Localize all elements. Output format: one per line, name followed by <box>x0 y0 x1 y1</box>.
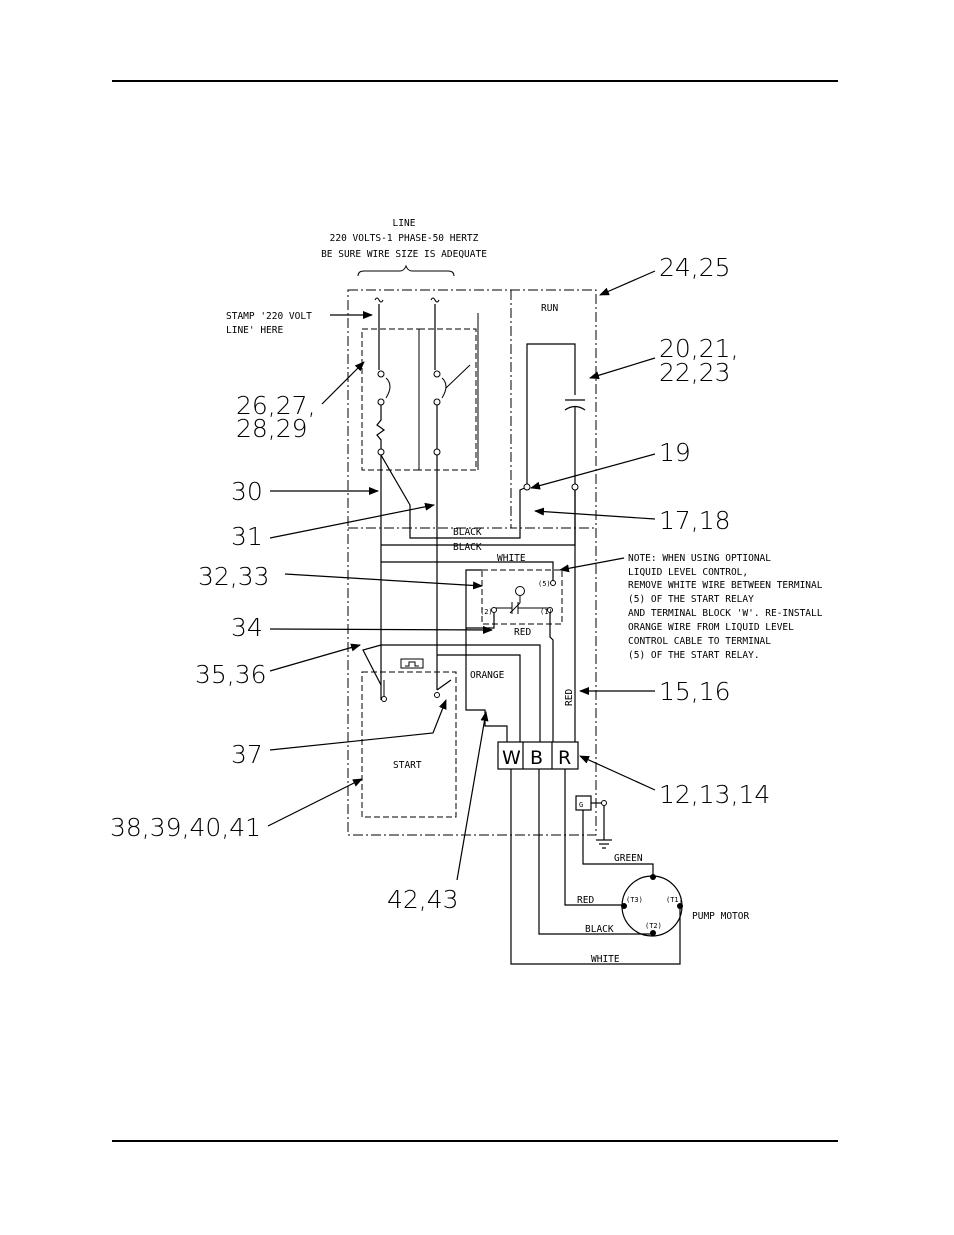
callout-26-29b: 28,29 <box>236 414 308 443</box>
callout-32-33: 32,33 <box>198 562 270 591</box>
start-capacitor-box <box>361 671 457 818</box>
relay-terminal-5: (5) <box>538 580 551 588</box>
terminal-block <box>497 741 579 770</box>
note-line-3: REMOVE WHITE WIRE BETWEEN TERMINAL <box>628 580 823 591</box>
callout-19: 19 <box>659 438 691 467</box>
note-line-8: (5) OF THE START RELAY. <box>628 650 760 661</box>
note-arrow <box>559 557 625 573</box>
wire-label-black-motor: BLACK <box>585 924 614 935</box>
wire-label-green: GREEN <box>614 853 643 864</box>
callout-17-18: 17,18 <box>659 506 731 535</box>
run-label: RUN <box>541 303 558 314</box>
motor-terminal-t2: (T2) <box>645 922 662 930</box>
callout-31: 31 <box>231 522 263 551</box>
motor-terminal-t3: (T3) <box>626 896 643 904</box>
wire-label-white-top: WHITE <box>497 553 526 564</box>
wire-label-black2: BLACK <box>453 542 482 553</box>
callout-35-36: 35,36 <box>195 660 267 689</box>
pump-motor-label: PUMP MOTOR <box>692 911 749 922</box>
line-terminal-1 <box>374 297 384 303</box>
callout-26-29a: 26,27, <box>236 391 316 420</box>
wire-label-white-motor: WHITE <box>591 954 620 965</box>
line-terminal-2 <box>430 297 440 303</box>
note-line-1: NOTE: WHEN USING OPTIONAL <box>628 553 771 564</box>
callout-24-25: 24,25 <box>659 253 731 282</box>
line-label-1: LINE <box>393 218 416 229</box>
start-relay-box <box>481 569 563 625</box>
note-line-5: AND TERMINAL BLOCK 'W'. RE-INSTALL <box>628 608 823 619</box>
motor-terminal-t1: (T1) <box>666 896 683 904</box>
callout-20-23a: 20,21, <box>659 334 739 363</box>
wire-label-red-motor: RED <box>577 895 594 906</box>
note-line-4: (5) OF THE START RELAY <box>628 594 754 605</box>
wire-label-orange: ORANGE <box>470 670 505 681</box>
wire-label-black1: BLACK <box>453 527 482 538</box>
relay-terminal-2: (2) <box>480 608 493 616</box>
note-line-6: ORANGE WIRE FROM LIQUID LEVEL <box>628 622 794 633</box>
wire-label-red-relay: RED <box>514 627 531 638</box>
callout-12-14: 12,13,14 <box>659 780 770 809</box>
stamp-label-2: LINE' HERE <box>226 325 283 336</box>
callout-38-41: 38,39,40,41 <box>110 813 261 842</box>
callout-15-16: 15,16 <box>659 677 731 706</box>
callout-30: 30 <box>231 477 263 506</box>
terminal-b: B <box>530 747 543 769</box>
breaker-box-left <box>361 328 420 471</box>
note-line-2: LIQUID LEVEL CONTROL, <box>628 567 748 578</box>
note-line-7: CONTROL CABLE TO TERMINAL <box>628 636 771 647</box>
relay-terminal-1: (1) <box>540 608 553 616</box>
terminal-w: W <box>502 747 521 769</box>
start-label: START <box>393 760 422 771</box>
line-label-2: 220 VOLTS-1 PHASE-50 HERTZ <box>330 233 479 244</box>
terminal-g: G <box>579 801 583 809</box>
line-brace <box>357 264 455 277</box>
callout-34: 34 <box>231 613 263 642</box>
line-label-3: BE SURE WIRE SIZE IS ADEQUATE <box>321 249 487 260</box>
terminal-r: R <box>558 747 571 769</box>
stamp-label-1: STAMP '220 VOLT <box>226 311 312 322</box>
callout-42-43: 42,43 <box>387 885 459 914</box>
wire-label-red-vertical: RED <box>564 689 575 706</box>
breaker-box-right <box>418 328 477 471</box>
callout-37: 37 <box>231 740 263 769</box>
callout-20-23b: 22,23 <box>659 358 731 387</box>
